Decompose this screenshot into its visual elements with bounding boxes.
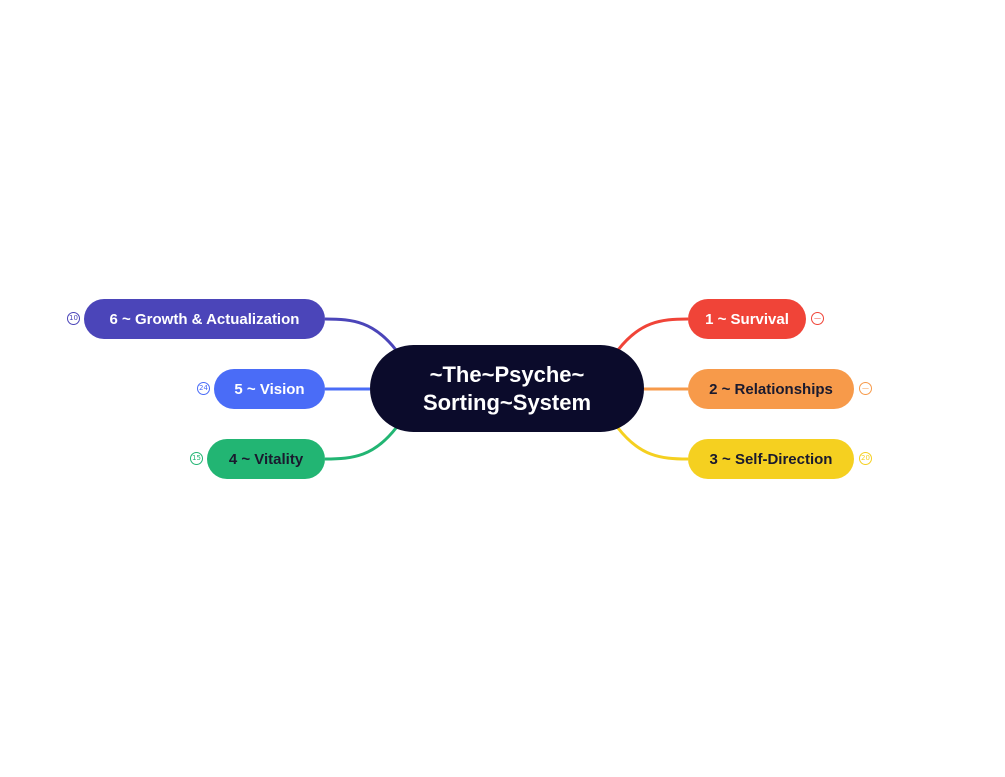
collapse-badge-self-direction[interactable]: 20 (859, 452, 872, 465)
connector-growth (324, 317, 398, 351)
connector-vitality (324, 427, 398, 461)
collapse-badge-survival[interactable]: — (811, 312, 824, 325)
branch-node-relationships[interactable]: 2 ~ Relationships (688, 369, 854, 409)
collapse-badge-vision[interactable]: 24 (197, 382, 210, 395)
branch-node-vision[interactable]: 5 ~ Vision (214, 369, 325, 409)
collapse-badge-vitality[interactable]: 15 (190, 452, 203, 465)
branch-node-self-direction[interactable]: 3 ~ Self-Direction (688, 439, 854, 479)
collapse-badge-relationships[interactable]: — (859, 382, 872, 395)
central-topic-line1: ~The~Psyche~ (429, 361, 585, 387)
connector-survival (616, 317, 689, 351)
branch-node-growth-actualization[interactable]: 6 ~ Growth & Actualization (84, 299, 325, 339)
connector-self-direction (616, 427, 689, 461)
central-topic[interactable]: ~The~Psyche~ Sorting~System (370, 345, 644, 432)
collapse-badge-growth-actualization[interactable]: 10 (67, 312, 80, 325)
branch-node-vitality[interactable]: 4 ~ Vitality (207, 439, 325, 479)
branch-node-survival[interactable]: 1 ~ Survival (688, 299, 806, 339)
central-topic-line2: Sorting~System (422, 389, 592, 415)
